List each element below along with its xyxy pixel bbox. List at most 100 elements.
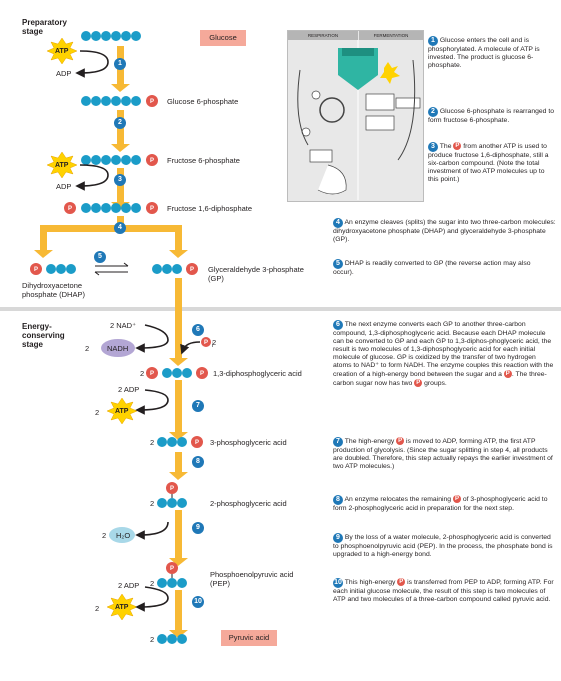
equilibrium-arrows (94, 262, 129, 276)
dhap-label: Dihydroxyacetone phosphate (DHAP) (22, 281, 85, 299)
svg-text:P: P (170, 566, 174, 572)
dhap-chain (30, 263, 76, 275)
note-text: The high-energy (344, 438, 395, 445)
adp-label: 2 ADP (118, 581, 140, 590)
note-text: of 3-phosphoglyceric acid to form 2-phos… (333, 496, 548, 512)
pi-coef: 2 (212, 338, 217, 347)
note-text: groups. (424, 380, 447, 388)
g6p-label: Glucose 6-phosphate (167, 97, 239, 106)
step-6-number: 6 (196, 326, 200, 333)
pga2-coef: 2 (150, 499, 155, 508)
note-text: This high-energy (344, 579, 396, 586)
step-10-number: 10 (194, 598, 202, 605)
note-text: from another ATP is used to produce fruc… (428, 143, 549, 184)
g6p-chain (81, 95, 158, 107)
note-text: is transferred from PEP to ADP, forming … (333, 579, 554, 604)
note-text: An enzyme cleaves (splits) the sugar int… (333, 219, 556, 244)
step-8-number: 8 (196, 458, 200, 465)
note-text: By the loss of a water molecule, 2-phosp… (333, 534, 553, 559)
gp-label: Glyceraldehyde 3-phosphate (GP) (208, 265, 304, 283)
respiration-fermentation-inset: RESPIRATION FERMENTATION (287, 30, 424, 202)
step-9-number: 9 (196, 524, 200, 531)
dpga-chain (146, 367, 208, 379)
pga3-chain (157, 436, 203, 448)
note-badge: 3 (428, 142, 438, 152)
adp-label: ADP (56, 182, 72, 191)
note-text: . The three-carbon sugar now has two (333, 371, 547, 388)
nadh-label: NADH (107, 344, 129, 353)
inset-respiration-header: RESPIRATION (288, 31, 358, 40)
pga3-label: 3-phosphoglyceric acid (210, 438, 287, 447)
step-7-number: 7 (196, 402, 200, 409)
pga3-coef: 2 (150, 438, 155, 447)
svg-text:P: P (34, 267, 38, 273)
note-2: 2 Glucose 6-phosphate is rearranged to f… (428, 107, 556, 125)
f6p-chain (81, 154, 158, 166)
note-5: 5 DHAP is readily converted to GP (the r… (333, 259, 543, 277)
note-4: 4 An enzyme cleaves (splits) the sugar i… (333, 218, 556, 244)
svg-text:P: P (68, 206, 72, 212)
pep-label: Phosphoenolpyruvic acid (PEP) (210, 570, 294, 588)
adp-label: 2 ADP (118, 385, 140, 394)
gp-chain (152, 263, 198, 275)
pep-coef: 2 (150, 579, 155, 588)
note-text: DHAP is readily converted to GP (the rev… (333, 260, 531, 276)
svg-text:P: P (150, 371, 154, 377)
pga2-chain (157, 482, 187, 508)
step-2-number: 2 (118, 119, 122, 126)
glucose-chain (81, 31, 141, 41)
atp-coef: 2 (95, 604, 100, 613)
note-10: 10 This high-energy P is transferred fro… (333, 578, 556, 604)
nadh-oval (101, 339, 135, 357)
h2o-label: H₂O (116, 531, 131, 540)
f16dp-chain (64, 202, 158, 214)
energy-stage-label: Energy- conserving stage (22, 322, 65, 349)
pyruvic-acid-box: Pyruvic acid (221, 630, 277, 646)
h2o-oval (109, 527, 135, 543)
note-text: Glucose 6-phosphate is rearranged to for… (428, 108, 554, 124)
note-6: 6 The next enzyme converts each GP to an… (333, 320, 556, 388)
step-5-number: 5 (98, 253, 102, 260)
step-1-number: 1 (118, 60, 122, 67)
svg-text:P: P (190, 267, 194, 273)
note-1: 1 Glucose enters the cell and is phospho… (428, 36, 556, 70)
step-badges (94, 58, 204, 608)
atp-label: ATP (55, 162, 69, 169)
f16dp-label: Fructose 1,6-diphosphate (167, 204, 253, 213)
note-badge: 2 (428, 107, 438, 117)
svg-text:P: P (150, 99, 154, 105)
svg-text:P: P (195, 440, 199, 446)
svg-text:P: P (204, 340, 208, 346)
atp-coef: 2 (95, 408, 100, 417)
note-text: The next enzyme converts each GP to anot… (333, 321, 554, 379)
svg-text:P: P (150, 158, 154, 164)
note-badge: 9 (333, 533, 343, 543)
note-badge: 7 (333, 437, 343, 447)
phosphate-icon: P (453, 142, 462, 151)
atp-label: ATP (115, 408, 129, 415)
step-3-number: 3 (118, 176, 122, 183)
pi-phosphate (201, 337, 211, 347)
pi-subscript: i (212, 343, 214, 349)
pep-chain (157, 562, 187, 588)
note-3: 3 The P from another ATP is used to prod… (428, 142, 556, 184)
note-badge: 8 (333, 495, 343, 505)
note-badge: 6 (333, 320, 343, 330)
atp-label: ATP (115, 604, 129, 611)
phosphate-icon: P (452, 495, 461, 504)
phosphate-icon: P (503, 370, 512, 379)
pyruvic-coef: 2 (150, 635, 155, 644)
nad-label: 2 NAD⁺ (110, 321, 137, 330)
note-text: The (439, 143, 452, 150)
phosphate-icon: P (396, 437, 405, 446)
h2o-coef: 2 (102, 531, 107, 540)
atp-star-icon (46, 37, 138, 621)
note-badge: 5 (333, 259, 343, 269)
inset-diagram (297, 40, 421, 200)
cofactor-arrows (75, 50, 201, 612)
svg-text:P: P (170, 486, 174, 492)
pyruvic-chain (157, 634, 187, 644)
nadh-coef: 2 (85, 344, 90, 353)
atp-label: ATP (55, 48, 69, 55)
